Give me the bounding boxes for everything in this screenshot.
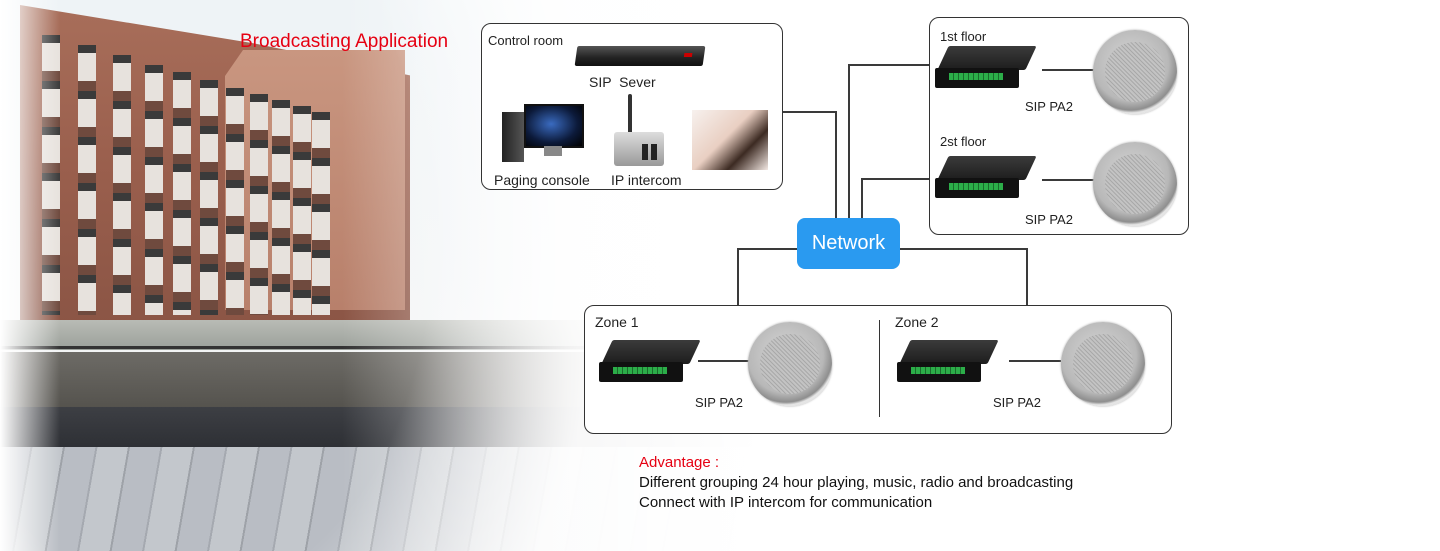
ceiling-speaker-icon (748, 322, 832, 406)
zone-label: Zone 1 (595, 314, 639, 330)
wire-1st-floor (848, 64, 850, 219)
wire-zone-1 (737, 248, 798, 250)
zone-divider (879, 320, 880, 417)
sip-pa2-icon (599, 340, 701, 386)
sip-server-label: SIP Sever (589, 74, 656, 90)
sip-pa2-icon (935, 46, 1037, 92)
control-room-panel: Control room SIP Sever Paging console IP… (481, 23, 783, 190)
network-node: Network (797, 218, 900, 269)
ceiling-speaker-icon (1061, 322, 1145, 406)
sip-server-icon (574, 46, 706, 66)
page-title: Broadcasting Application (240, 31, 449, 52)
device-label: SIP PA2 (1025, 212, 1073, 227)
ip-intercom-label: IP intercom (611, 172, 682, 188)
advantage-heading: Advantage : (639, 454, 720, 471)
wire-2st-floor (861, 178, 863, 219)
operator-headset-icon (692, 110, 768, 170)
control-room-label: Control room (488, 33, 564, 48)
intercom-icon (614, 94, 664, 170)
ceiling-speaker-icon (1093, 30, 1177, 114)
advantage-line: Different grouping 24 hour playing, musi… (639, 474, 1074, 491)
zone-label: Zone 2 (895, 314, 939, 330)
wire-control-room (781, 111, 837, 113)
device-label: SIP PA2 (695, 395, 743, 410)
floor-label: 2st floor (940, 134, 987, 149)
device-label: SIP PA2 (1025, 99, 1073, 114)
advantage-line: Connect with IP intercom for communicati… (639, 494, 933, 511)
zones-panel: Zone 1 SIP PA2 Zone 2 SIP PA2 (584, 305, 1172, 434)
paging-console-label: Paging console (494, 172, 590, 188)
floor-label: 1st floor (940, 29, 987, 44)
sip-pa2-icon (897, 340, 999, 386)
pc-icon (502, 104, 584, 166)
wire-zone-2 (899, 248, 1028, 250)
sip-pa2-icon (935, 156, 1037, 202)
floors-panel: 1st floor SIP PA2 2st floor SIP PA2 (929, 17, 1189, 235)
device-label: SIP PA2 (993, 395, 1041, 410)
advantage-section: Advantage : Different grouping 24 hour p… (639, 453, 1073, 513)
ceiling-speaker-icon (1093, 142, 1177, 226)
